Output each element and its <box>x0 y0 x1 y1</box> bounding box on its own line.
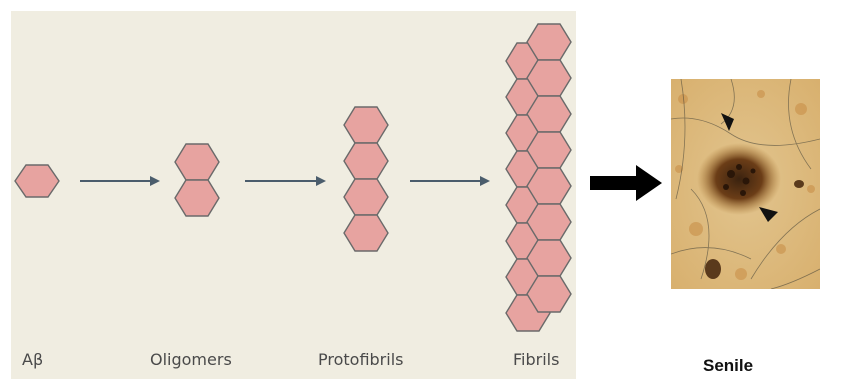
monomer-hexagon-icon <box>343 142 389 180</box>
monomer-hexagon-icon <box>343 214 389 252</box>
monomer-hexagon-icon <box>174 179 220 217</box>
aggregation-panel <box>11 11 576 379</box>
protofibrils-label: Protofibrils <box>318 350 404 369</box>
fibril-back-column <box>505 42 551 332</box>
monomer-hexagon-icon <box>343 106 389 144</box>
monomer-hexagon-icon <box>14 164 60 198</box>
fibrils-label: Fibrils <box>513 350 560 369</box>
step-arrow-1 <box>80 176 160 186</box>
abeta-label: Aβ <box>22 350 44 369</box>
oligomers-label: Oligomers <box>150 350 232 369</box>
fibril-stack <box>505 23 572 332</box>
abeta-monomer <box>14 164 60 198</box>
monomer-hexagon-icon <box>343 178 389 216</box>
arrowhead-icon <box>721 113 734 131</box>
fibril-front-column <box>526 23 572 313</box>
micrograph-image <box>671 79 820 289</box>
protofibril-stack <box>343 106 389 252</box>
monomer-hexagon-icon <box>526 275 572 313</box>
senile-caption: Senile <box>703 356 754 375</box>
senile-plaque-micrograph <box>671 79 820 289</box>
right-arrow-icon <box>590 165 662 201</box>
step-arrow-2 <box>245 176 326 186</box>
step-arrow-3 <box>410 176 490 186</box>
arrowhead-icon <box>759 207 778 222</box>
monomer-hexagon-icon <box>174 143 220 181</box>
oligomer-stack <box>174 143 220 217</box>
